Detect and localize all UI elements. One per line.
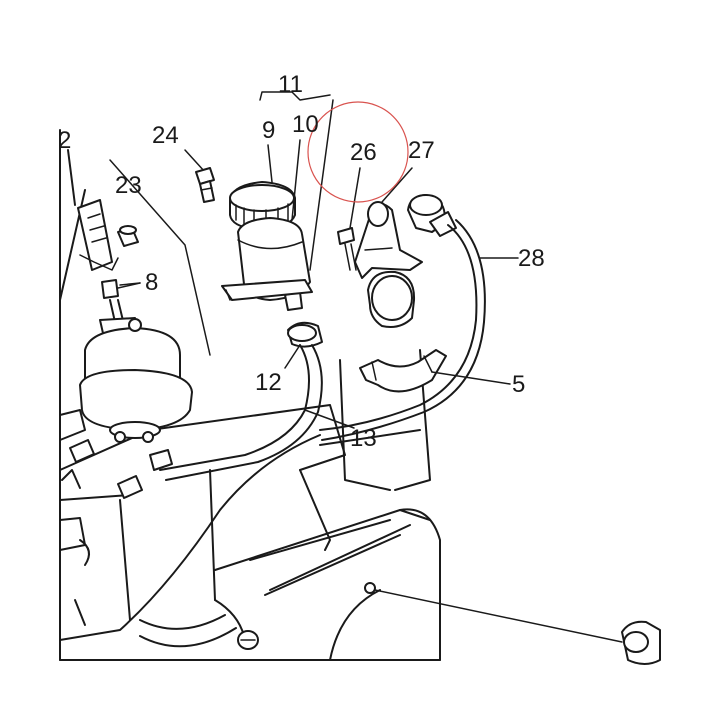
- callout-label-23: 23: [115, 172, 142, 199]
- part-8-fitting: [101, 279, 141, 299]
- part-28-cable: [59, 194, 486, 641]
- part-23-nut: [117, 225, 139, 247]
- part-12-hose-clamp: [287, 321, 323, 348]
- callout-label-26: 26: [350, 139, 377, 166]
- callout-label-9: 9: [262, 117, 275, 144]
- highlight-circle: [307, 101, 409, 203]
- callout-label-28: 28: [518, 245, 545, 272]
- callout-label-8: 8: [145, 269, 158, 296]
- flange-plate: [367, 270, 416, 328]
- solenoid-assembly: [79, 299, 193, 443]
- callout-label-5: 5: [512, 371, 525, 398]
- callout-label-2: 2: [58, 127, 71, 154]
- part-27-bracket: [354, 201, 423, 279]
- leader-lines: [117, 91, 519, 429]
- part-2-bracket: [67, 149, 119, 271]
- part-26-screw: [337, 227, 357, 271]
- part-10-reservoir-body: [221, 217, 313, 311]
- callout-label-27: 27: [408, 137, 435, 164]
- callout-label-12: 12: [255, 369, 282, 396]
- callout-label-13: 13: [350, 425, 377, 452]
- callout-label-11: 11: [278, 71, 303, 98]
- callout-label-10: 10: [292, 111, 319, 138]
- part-5-saddle-clamp: [359, 349, 447, 393]
- callout-label-24: 24: [152, 122, 179, 149]
- engine-body: [59, 129, 441, 661]
- lower-right-pin: [364, 582, 661, 665]
- part-24-bolt: [184, 149, 215, 203]
- left-fittings: [69, 439, 173, 499]
